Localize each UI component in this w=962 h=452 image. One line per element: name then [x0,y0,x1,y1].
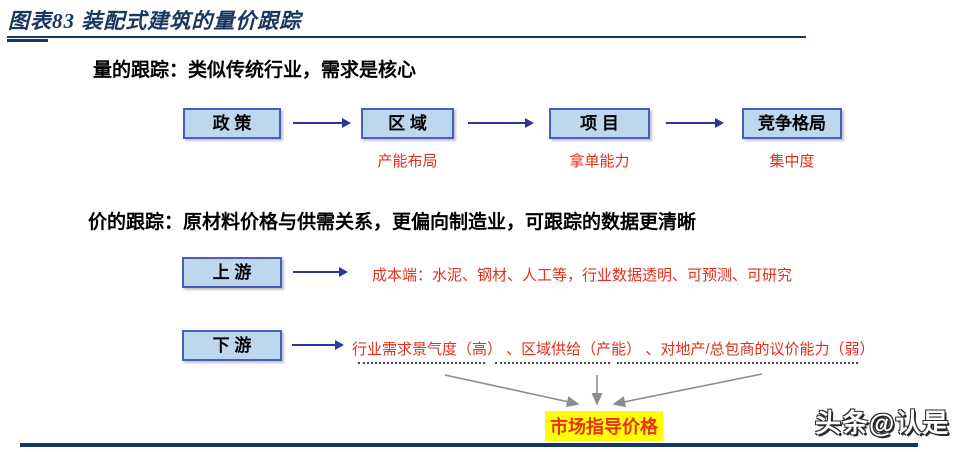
arrow-right-icon [293,118,351,128]
flow-node-competition: 竞争格局 [742,108,842,139]
upstream-description: 成本端：水泥、钢材、人工等，行业数据透明、可预测、可研究 [372,267,793,284]
flow-node-upstream: 上 游 [182,257,282,288]
node-note-order-ability: 拿单能力 [569,153,630,170]
bottom-rule [20,443,918,447]
dotted-underline [617,356,858,364]
figure-title: 图表83 装配式建筑的量价跟踪 [8,9,302,33]
arrow-right-icon [666,118,724,128]
top-rule [7,36,806,38]
price-section-heading: 价的跟踪：原材料价格与供需关系，更偏向制造业，可跟踪的数据更清晰 [88,212,697,233]
result-label-market-guide-price: 市场指导价格 [545,411,663,441]
top-rule-left-tick [7,39,48,42]
node-note-capacity-layout: 产能布局 [377,153,438,170]
arrow-right-icon [468,118,534,128]
flow-node-downstream: 下 游 [182,330,282,361]
flow-node-policy: 政 策 [183,108,281,139]
arrow-right-icon [292,340,344,350]
flow-node-region: 区 域 [361,108,454,139]
dotted-underline [495,356,610,364]
arrow-right-icon [293,267,348,277]
volume-section-heading: 量的跟踪：类似传统行业，需求是核心 [93,60,417,81]
dotted-underline [358,356,485,364]
downstream-description: 行业需求景气度（高） 、区域供给（产能） 、对地产/总包商的议价能力（弱） [352,341,875,358]
node-note-concentration: 集中度 [769,153,815,170]
watermark: 头条@认是 [815,408,950,438]
flow-node-project: 项 目 [549,108,650,139]
